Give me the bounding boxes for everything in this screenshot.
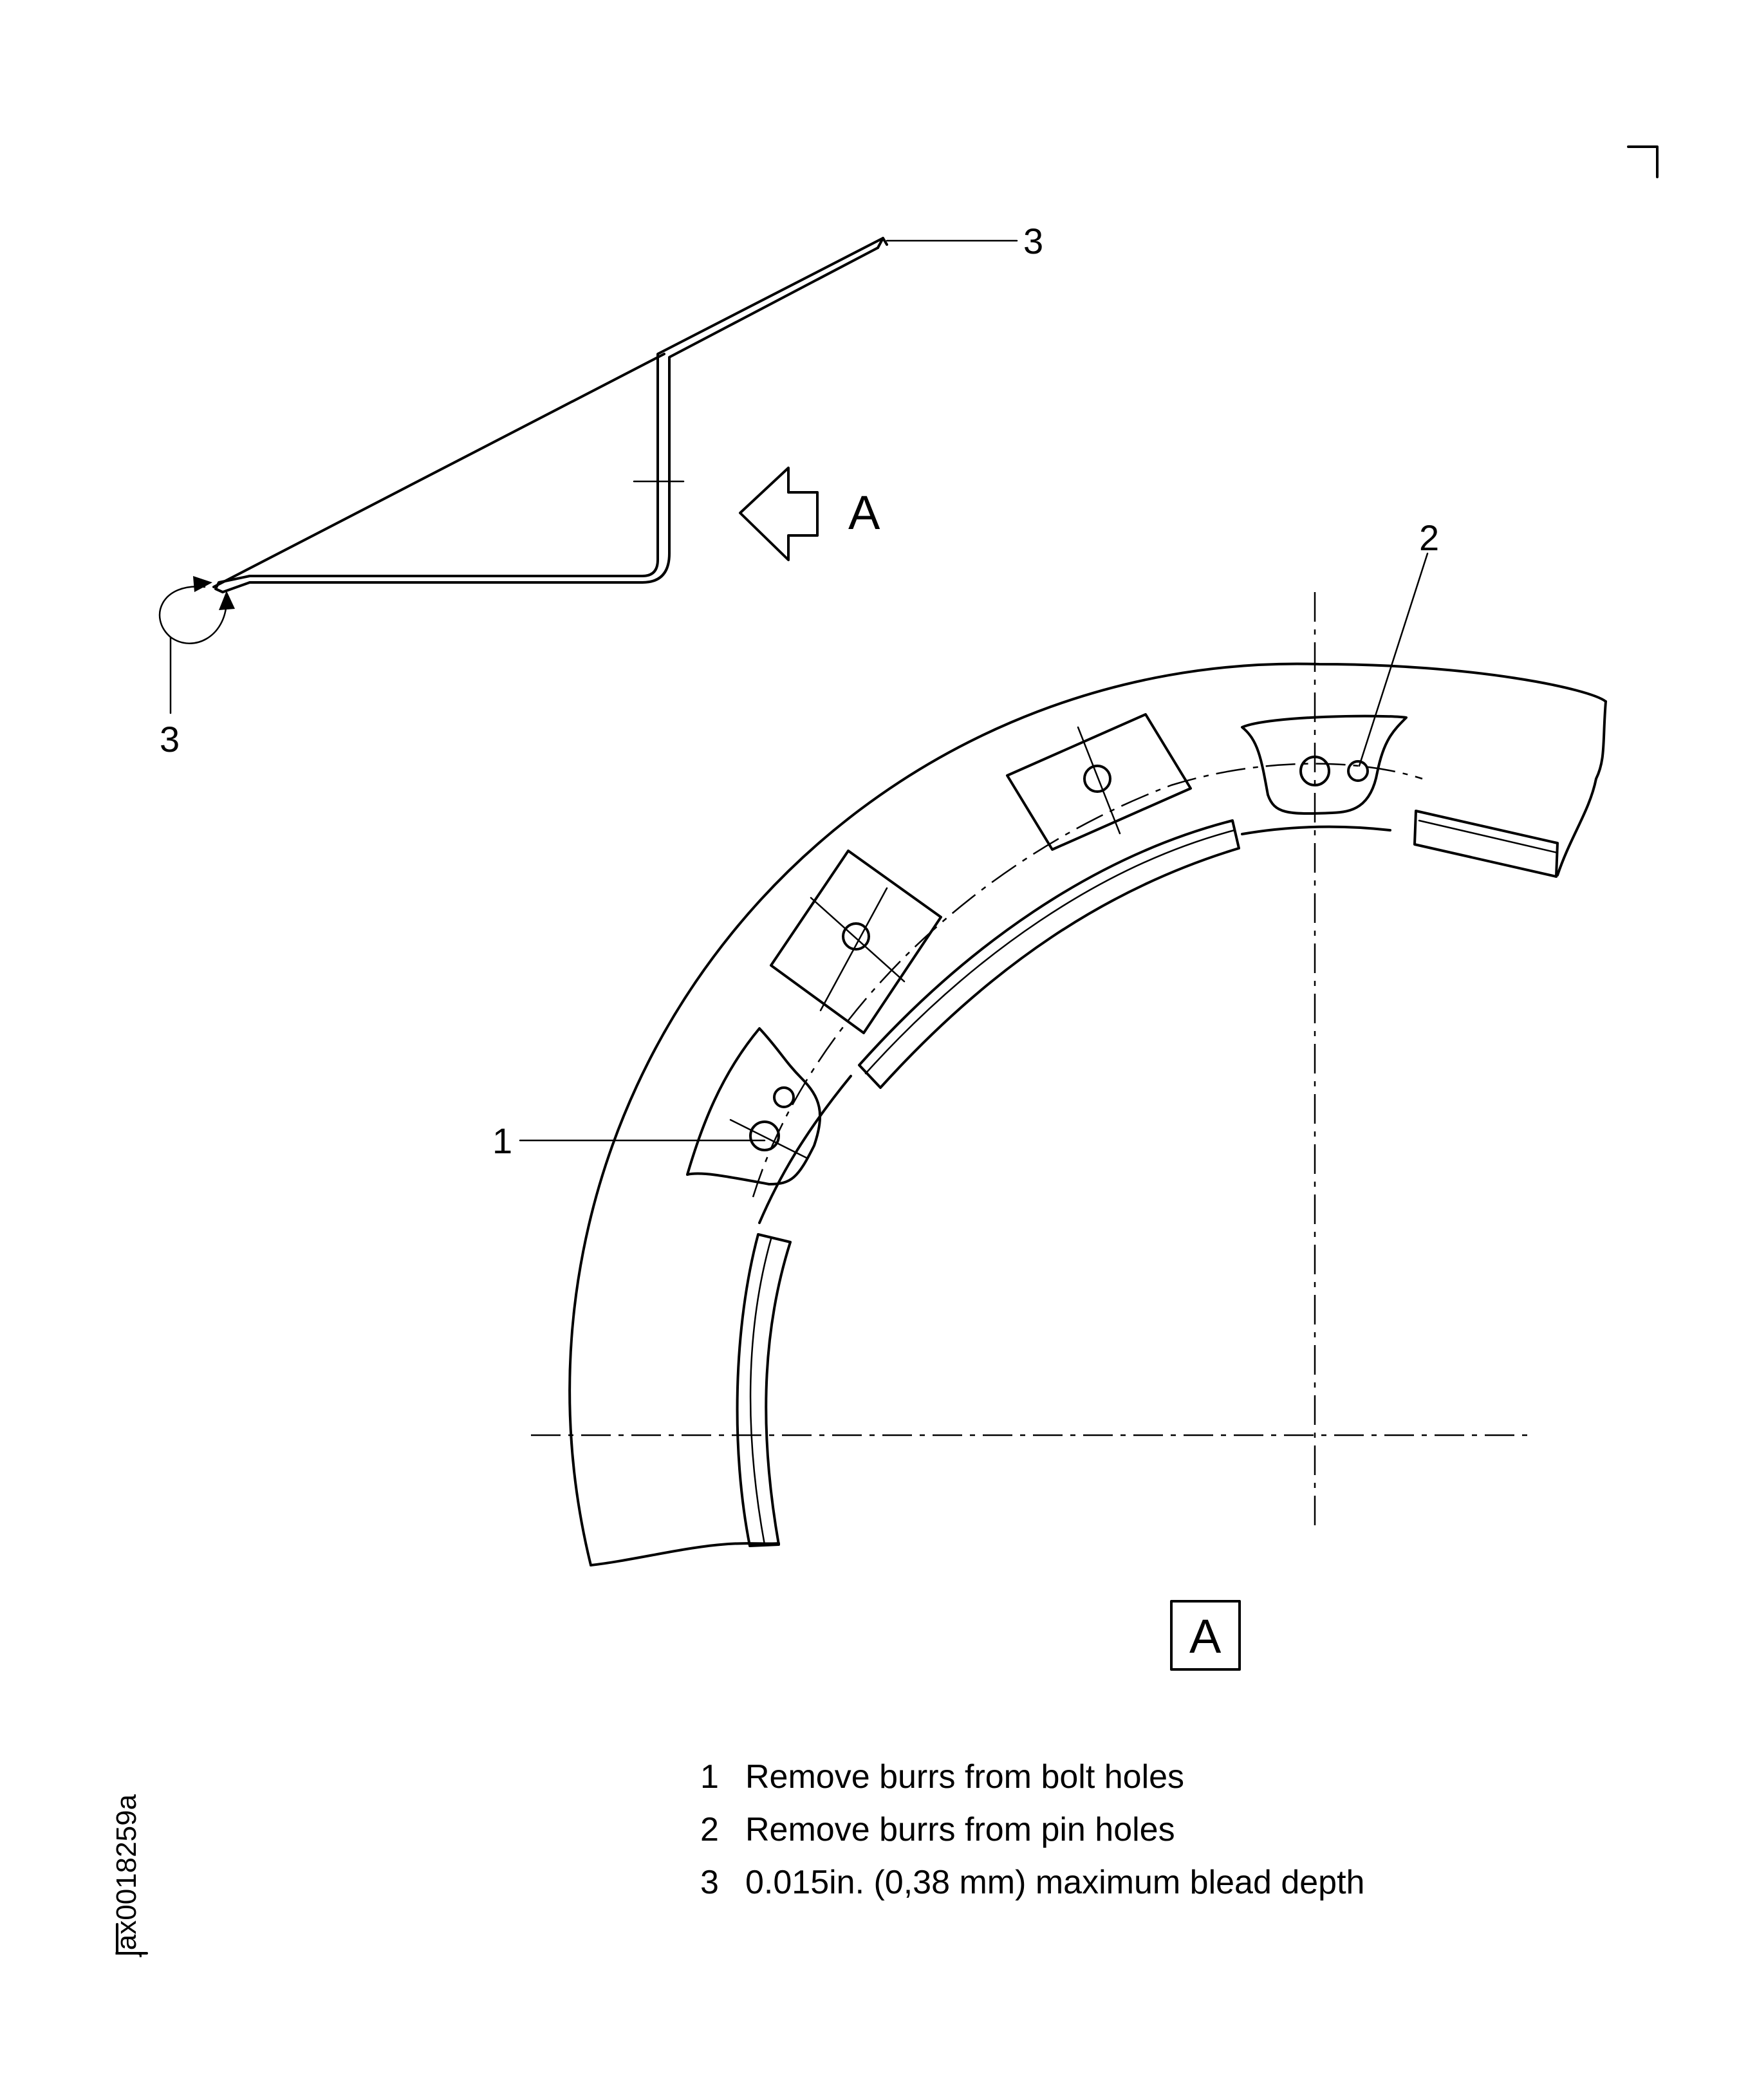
bolt-hole-upper <box>1083 765 1111 793</box>
note-number: 3 <box>700 1864 719 1901</box>
ring-break-bottom <box>590 1542 780 1566</box>
note-number: 2 <box>700 1811 719 1848</box>
view-a: 1 2 A <box>492 517 1607 1671</box>
section-profile-outer <box>248 237 884 577</box>
note-number: 1 <box>700 1758 719 1796</box>
section-profile-inner <box>248 246 879 584</box>
view-arrow-label: A <box>848 486 880 539</box>
ring-outer-arc <box>568 662 1607 1566</box>
bolt-hole-middle-cl2 <box>819 887 888 1012</box>
callout-1: 1 <box>492 1120 512 1161</box>
callout-2: 2 <box>1419 517 1439 558</box>
bolt-circle-arc <box>752 763 1423 1198</box>
section-tip-left <box>214 575 251 593</box>
arrowhead-icon-1 <box>193 576 212 592</box>
bolt-hole-middle-cl1 <box>810 897 906 983</box>
corner-mark-top-right <box>1627 145 1659 178</box>
callout-3-bottom: 3 <box>160 719 180 759</box>
ring-break-right <box>1556 700 1607 877</box>
section-view: A 3 3 <box>158 221 1043 759</box>
note-item: 2 Remove burrs from pin holes <box>700 1803 1601 1856</box>
bolt-hole-upper-cl1 <box>1077 726 1121 835</box>
note-text: Remove burrs from bolt holes <box>745 1758 1185 1796</box>
inner-edge-mid <box>758 1075 852 1224</box>
notes-list: 1 Remove burrs from bolt holes 2 Remove bu… <box>700 1751 1601 1909</box>
bolt-hole-pocket-lower <box>749 1120 780 1151</box>
note-item: 1 Remove burrs from bolt holes <box>700 1751 1601 1803</box>
bolt-hole-pocket-upper <box>1299 756 1330 786</box>
view-label-box <box>1170 1600 1241 1671</box>
pocket-lower <box>686 1027 822 1185</box>
rect-pad-middle <box>770 850 942 1034</box>
arrowhead-icon-2 <box>219 591 235 610</box>
section-tip-right <box>877 237 888 249</box>
note-text: 0.015in. (0,38 mm) maximum blead depth <box>745 1864 1365 1901</box>
bolt-hole-middle <box>842 922 870 951</box>
view-label-box-text: A <box>1189 1610 1222 1663</box>
corner-mark-bottom-left <box>116 1923 148 1955</box>
section-diagonal-edge <box>212 353 665 588</box>
curved-arrow-icon <box>158 586 228 644</box>
note-text: Remove burrs from pin holes <box>745 1811 1175 1848</box>
rect-pad-upper <box>1006 713 1192 851</box>
inner-edge-top <box>1241 825 1391 835</box>
flange-right <box>1413 810 1559 878</box>
flange-upper-rim <box>864 829 1236 1075</box>
pin-hole-pocket-upper <box>1347 760 1369 782</box>
flange-lower-rim <box>749 1238 772 1546</box>
flange-upper <box>858 819 1240 1089</box>
flange-lower <box>736 1233 792 1547</box>
note-item: 3 0.015in. (0,38 mm) maximum blead depth <box>700 1856 1601 1909</box>
pocket-upper <box>1241 714 1408 815</box>
view-arrow-icon <box>739 467 819 561</box>
pin-hole-pocket-lower <box>773 1086 795 1108</box>
callout-3-top: 3 <box>1023 221 1043 261</box>
figure-id: jax0018259a <box>111 1794 142 1956</box>
pocket-lower-cl <box>729 1119 809 1160</box>
flange-right-rim <box>1418 819 1559 854</box>
callout-2-leader <box>1358 552 1429 767</box>
